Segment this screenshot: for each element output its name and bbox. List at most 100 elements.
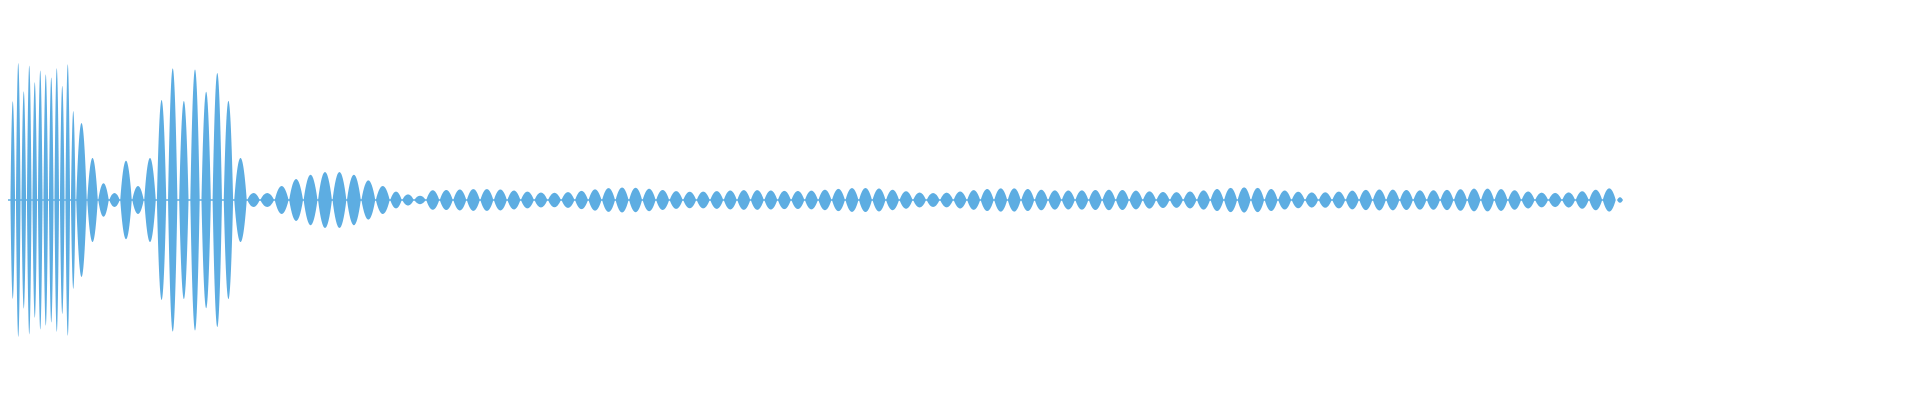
waveform-lobe	[109, 193, 120, 207]
waveform-lobe	[845, 188, 859, 212]
waveform-lobe	[132, 186, 144, 214]
waveform-lobe	[1453, 189, 1467, 211]
waveform-lobe	[1170, 192, 1184, 208]
waveform-lobe	[1278, 190, 1292, 210]
waveform-lobe	[1210, 188, 1224, 212]
waveform-lobe	[737, 190, 751, 210]
waveform-lobe	[1548, 192, 1562, 208]
waveform-lobe	[723, 190, 737, 210]
waveform-lobe	[1197, 190, 1211, 210]
waveform-lobe	[1372, 189, 1386, 211]
waveform-lobe	[1115, 189, 1129, 211]
waveform-lobe	[953, 191, 967, 209]
waveform-lobe	[940, 192, 954, 208]
waveform-lobe	[818, 189, 832, 211]
waveform-lobe	[1088, 189, 1102, 211]
waveform-lobe	[547, 192, 561, 208]
waveform-lobe	[70, 111, 76, 289]
waveform-lobe	[493, 189, 507, 211]
waveform-lobe	[318, 172, 332, 228]
waveform-lobe	[1264, 188, 1278, 212]
waveform-lobe	[32, 82, 38, 318]
waveform-lobe	[683, 191, 697, 209]
waveform-lobe	[520, 191, 534, 209]
waveform-lobe	[1034, 189, 1048, 211]
waveform-lobe	[588, 189, 602, 211]
waveform-lobe	[1508, 190, 1522, 210]
waveform-lobe	[1494, 189, 1508, 211]
waveform-lobe	[1224, 187, 1238, 213]
waveform-lobe	[1318, 192, 1332, 208]
waveform-lobe	[439, 190, 453, 210]
waveform-lobe	[1237, 187, 1251, 213]
waveform-lobe	[602, 188, 616, 212]
waveform-lobe	[76, 123, 87, 277]
waveform-lobe	[1345, 190, 1359, 210]
waveform-lobe	[390, 191, 402, 209]
waveform-lobe	[1251, 187, 1265, 213]
waveform-lobe	[575, 190, 589, 210]
waveform-lobe	[994, 188, 1008, 212]
waveform-lobe	[453, 189, 467, 211]
waveform-lobe	[274, 186, 289, 214]
waveform-lobe	[899, 191, 913, 209]
waveform-lobe	[1183, 191, 1197, 209]
waveform-lobe	[1048, 190, 1062, 210]
waveform-lobe	[886, 189, 900, 211]
waveform-lobe	[168, 68, 178, 332]
waveform-lobe	[414, 195, 426, 205]
waveform-lobe	[534, 192, 548, 208]
waveform-lobe	[375, 186, 390, 214]
waveform-lobe	[303, 174, 318, 226]
waveform-lobe	[247, 193, 260, 207]
waveform-lobe	[144, 158, 156, 242]
waveform-lobe	[1562, 192, 1576, 208]
waveform-lobe	[669, 191, 683, 209]
waveform-lobe	[289, 179, 304, 221]
waveform-lobe	[37, 70, 43, 330]
waveform-lobe	[831, 188, 845, 212]
waveform-lobe	[642, 188, 656, 212]
waveform-lobe	[791, 190, 805, 210]
waveform-lobe	[1467, 188, 1481, 212]
waveform-lobe	[65, 64, 71, 336]
waveform-lobe	[764, 190, 778, 210]
waveform-lobe	[48, 77, 54, 323]
waveform-lobe	[804, 190, 818, 210]
waveform-lobe	[980, 188, 994, 212]
waveform-lobe	[967, 190, 981, 210]
waveform-lobe	[1007, 188, 1021, 212]
waveform-lobe	[98, 183, 109, 217]
waveform-lobe	[1413, 190, 1427, 210]
waveform-lobe	[629, 187, 643, 213]
waveform-lobe	[179, 100, 189, 300]
waveform-lobe	[361, 180, 376, 220]
waveform-lobe	[1521, 191, 1535, 209]
waveform-lobe	[926, 192, 940, 208]
waveform-lobe	[332, 172, 347, 228]
waveform-lobes	[10, 63, 1623, 337]
waveform-lobe	[54, 68, 60, 332]
waveform-lobe	[1305, 192, 1319, 208]
waveform-lobe	[201, 91, 211, 309]
waveform-lobe	[1535, 192, 1549, 208]
waveform-lobe	[43, 74, 49, 326]
waveform-lobe	[1142, 191, 1156, 209]
waveform-lobe	[87, 158, 98, 242]
waveform-lobe	[156, 100, 167, 300]
waveform-lobe	[1156, 192, 1170, 208]
waveform-lobe	[858, 187, 872, 213]
waveform-lobe	[260, 193, 275, 207]
waveform-lobe	[402, 194, 414, 206]
waveform-lobe	[346, 174, 361, 226]
waveform-lobe	[1021, 188, 1035, 212]
waveform-lobe	[1602, 188, 1616, 212]
waveform-lobe	[59, 85, 65, 315]
waveform-lobe	[1075, 190, 1089, 210]
waveform-lobe	[466, 189, 480, 211]
waveform-lobe	[1426, 190, 1440, 210]
waveform-lobe	[1575, 191, 1589, 209]
waveform-lobe	[1589, 189, 1603, 211]
